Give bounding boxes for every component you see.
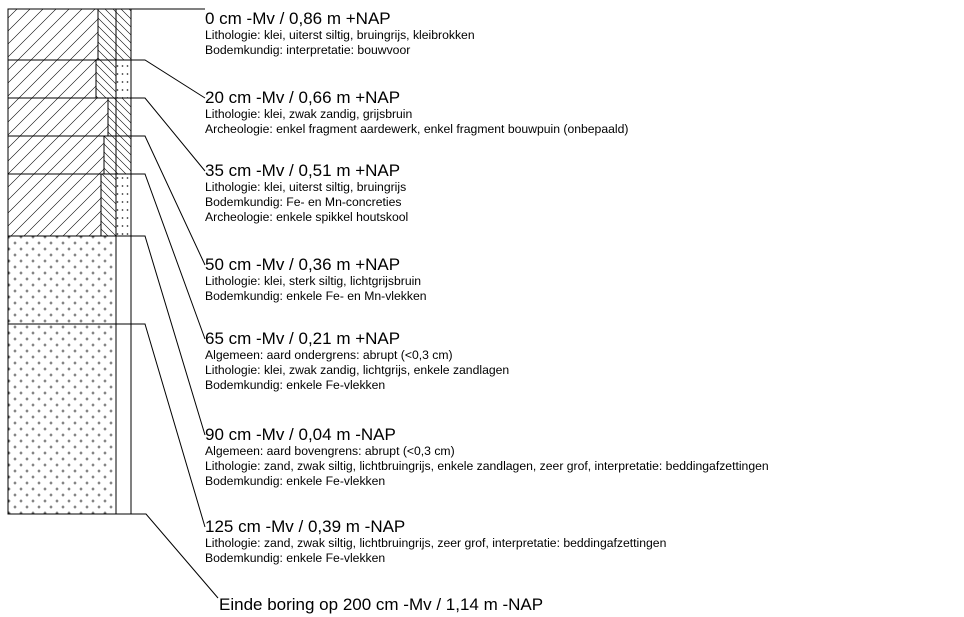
layer-entry: 35 cm -Mv / 0,51 m +NAP Lithologie: klei… — [205, 161, 408, 225]
layer-entry: 0 cm -Mv / 0,86 m +NAP Lithologie: klei,… — [205, 9, 475, 58]
lithology-block — [7, 173, 102, 237]
layer-description-line: Bodemkundig: enkele Fe-vlekken — [205, 474, 386, 488]
layer-depth-label: 35 cm -Mv / 0,51 m +NAP — [205, 161, 401, 180]
layer-depth-label: 0 cm -Mv / 0,86 m +NAP — [205, 9, 391, 28]
lithology-block — [7, 135, 105, 175]
layer-description-line: Lithologie: klei, zwak zandig, grijsbrui… — [205, 107, 413, 121]
leader-line — [131, 135, 206, 266]
admixture-block — [100, 173, 117, 237]
pedology-column — [115, 8, 132, 515]
layer-entry: 50 cm -Mv / 0,36 m +NAP Lithologie: klei… — [205, 255, 427, 304]
leader-line — [131, 235, 206, 436]
layer-description-line: Bodemkundig: interpretatie: bouwvoor — [205, 43, 411, 57]
layer-description-line: Lithologie: klei, sterk siltig, lichtgri… — [205, 274, 422, 288]
lithology-block — [7, 8, 99, 61]
layer-description-line: Bodemkundig: enkele Fe- en Mn-vlekken — [205, 289, 427, 303]
lithology-block — [7, 323, 117, 515]
layer-description-line: Bodemkundig: enkele Fe-vlekken — [205, 551, 386, 565]
layer-description-line: Lithologie: zand, zwak siltig, lichtbrui… — [205, 459, 769, 473]
leader-lines — [131, 8, 219, 599]
layer-entry: 90 cm -Mv / 0,04 m -NAP Algemeen: aard b… — [205, 425, 769, 489]
layer-entry: 125 cm -Mv / 0,39 m -NAP Lithologie: zan… — [205, 517, 666, 566]
admixture-block — [103, 135, 117, 175]
layer-description-line: Algemeen: aard ondergrens: abrupt (<0,3 … — [205, 348, 453, 362]
pedology-block — [115, 235, 132, 325]
layer-description-line: Lithologie: zand, zwak siltig, lichtbrui… — [205, 536, 667, 550]
layer-depth-label: 65 cm -Mv / 0,21 m +NAP — [205, 329, 401, 348]
admixture-block — [107, 97, 117, 137]
layer-description-line: Archeologie: enkel fragment aardewerk, e… — [205, 122, 629, 136]
layer-depth-label: 90 cm -Mv / 0,04 m -NAP — [205, 425, 396, 444]
pedology-block — [115, 59, 132, 99]
end-of-boring-label: Einde boring op 200 cm -Mv / 1,14 m -NAP — [219, 595, 544, 614]
lithology-column — [7, 8, 117, 515]
layer-description-line: Bodemkundig: enkele Fe-vlekken — [205, 378, 386, 392]
pedology-block — [115, 97, 132, 137]
layer-depth-label: 20 cm -Mv / 0,66 m +NAP — [205, 88, 401, 107]
layer-description-line: Lithologie: klei, uiterst siltig, bruing… — [205, 180, 407, 194]
pedology-block — [115, 8, 132, 61]
admixture-block — [95, 59, 117, 99]
lithology-block — [7, 59, 97, 99]
layer-entry: 20 cm -Mv / 0,66 m +NAP Lithologie: klei… — [205, 88, 628, 137]
pedology-block — [115, 323, 132, 515]
layer-entry: 65 cm -Mv / 0,21 m +NAP Algemeen: aard o… — [205, 329, 509, 393]
layer-description-line: Lithologie: klei, uiterst siltig, bruing… — [205, 28, 475, 42]
leader-line — [131, 59, 206, 99]
layer-description-line: Algemeen: aard bovengrens: abrupt (<0,3 … — [205, 444, 455, 458]
layer-depth-label: 50 cm -Mv / 0,36 m +NAP — [205, 255, 401, 274]
pedology-block — [115, 135, 132, 175]
pedology-block — [115, 173, 132, 237]
leader-line — [131, 173, 206, 340]
layer-description-line: Lithologie: klei, zwak zandig, lichtgrij… — [205, 363, 510, 377]
layer-depth-label: 125 cm -Mv / 0,39 m -NAP — [205, 517, 406, 536]
lithology-block — [7, 235, 117, 325]
leader-line — [131, 97, 206, 172]
lithology-block — [7, 97, 109, 137]
leader-line — [131, 323, 206, 528]
layer-description-line: Archeologie: enkele spikkel houtskool — [205, 210, 409, 224]
admixture-block — [97, 8, 117, 61]
layer-description-line: Bodemkundig: Fe- en Mn-concreties — [205, 195, 402, 209]
leader-line — [131, 513, 219, 599]
